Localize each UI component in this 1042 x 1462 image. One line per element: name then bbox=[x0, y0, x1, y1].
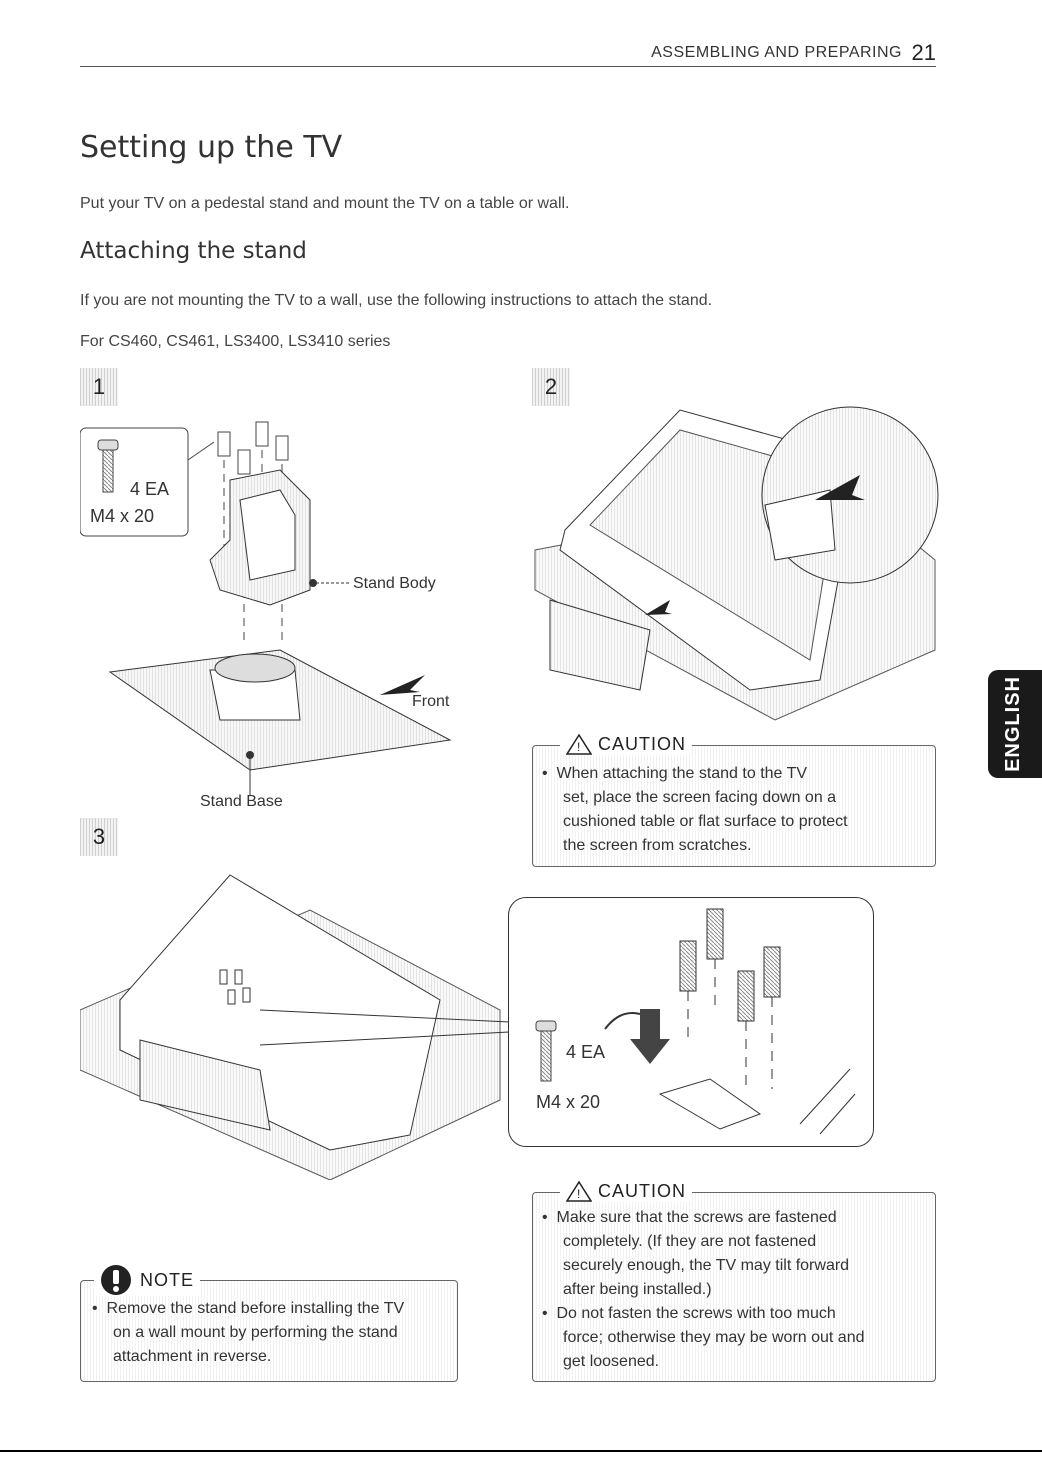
caution-box-2 bbox=[532, 1192, 936, 1382]
step3-screw-qty: 4 EA bbox=[566, 1042, 606, 1062]
caution-header-1: ! CAUTION bbox=[560, 733, 692, 755]
stand-piece bbox=[549, 599, 651, 691]
note-bullet: • Remove the stand before installing the… bbox=[92, 1300, 405, 1365]
svg-text:!: ! bbox=[577, 740, 580, 754]
step1-screw-size: M4 x 20 bbox=[90, 506, 155, 526]
step3-zoom-illustration bbox=[535, 908, 856, 1135]
bottom-rule bbox=[0, 1450, 1042, 1452]
step2-illustration bbox=[534, 406, 939, 721]
screw-icon bbox=[535, 1020, 557, 1082]
screws-group bbox=[219, 969, 251, 1005]
page-number: 21 bbox=[911, 40, 936, 65]
series-text: For CS460, CS461, LS3400, LS3410 series bbox=[80, 333, 391, 350]
header-rule bbox=[80, 66, 936, 67]
stand-body-label: Stand Body bbox=[353, 575, 436, 592]
screws-group bbox=[679, 908, 781, 1022]
down-arrow-icon bbox=[630, 1009, 670, 1064]
step-badge-3: 3 bbox=[80, 818, 118, 856]
stand-base-label: Stand Base bbox=[200, 793, 283, 810]
insert-arrow-icon bbox=[815, 475, 865, 500]
note-header: NOTE bbox=[94, 1264, 201, 1296]
language-tab: ENGLISH bbox=[988, 670, 1042, 778]
caution2-bullets: • Make sure that the screws are fastened… bbox=[542, 1209, 865, 1370]
stand-body bbox=[209, 469, 311, 606]
note-box bbox=[80, 1280, 458, 1382]
stand-piece bbox=[139, 1039, 271, 1131]
page-title: Setting up the TV bbox=[80, 130, 343, 165]
note-exclamation-icon bbox=[101, 1265, 131, 1295]
caution-header-2: ! CAUTION bbox=[560, 1180, 692, 1202]
caution-box-1 bbox=[532, 745, 936, 867]
instruction-text: If you are not mounting the TV to a wall… bbox=[80, 292, 713, 309]
running-header: ASSEMBLING AND PREPARING bbox=[651, 44, 902, 61]
section-subtitle: Attaching the stand bbox=[80, 238, 307, 264]
warning-triangle-icon: ! bbox=[566, 1180, 592, 1202]
intro-text: Put your TV on a pedestal stand and moun… bbox=[80, 195, 570, 212]
caution1-bullet: • When attaching the stand to the TV set… bbox=[542, 765, 848, 854]
step-badge-2: 2 bbox=[532, 368, 570, 406]
front-label: Front bbox=[412, 693, 450, 710]
svg-text:!: ! bbox=[577, 1187, 580, 1201]
front-arrow-icon bbox=[380, 675, 425, 695]
step3-screw-size: M4 x 20 bbox=[536, 1092, 601, 1112]
warning-triangle-icon: ! bbox=[566, 733, 592, 755]
step-badge-1: 1 bbox=[80, 368, 118, 406]
screw-icon bbox=[97, 439, 119, 493]
stand-base bbox=[108, 649, 452, 771]
step1-illustration bbox=[80, 421, 452, 795]
screws-group bbox=[217, 421, 289, 475]
step1-screw-qty: 4 EA bbox=[130, 479, 170, 499]
step3-illustration bbox=[80, 874, 510, 1180]
